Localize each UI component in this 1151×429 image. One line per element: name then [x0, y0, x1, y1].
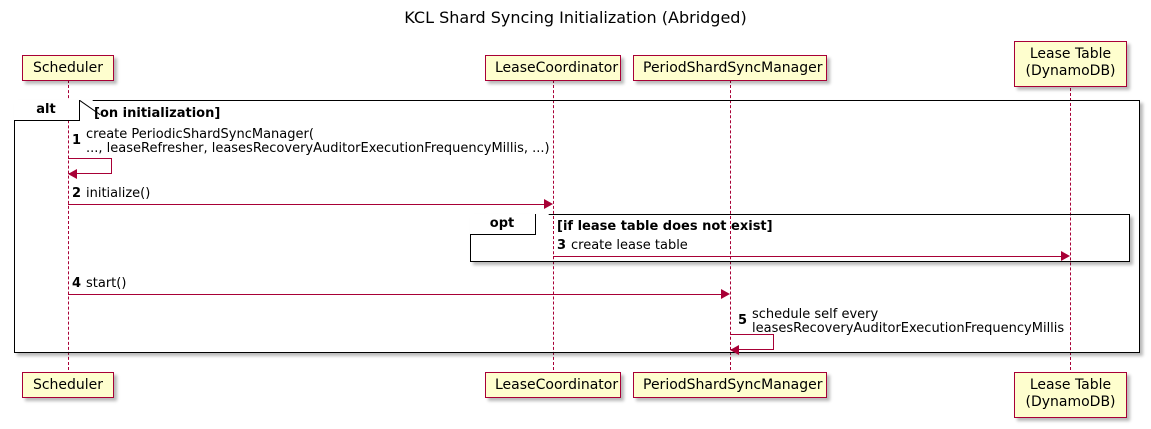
participant-lease-table-bottom[interactable]: Lease Table (DynamoDB)	[1014, 372, 1127, 418]
lifeline-lease-table	[1070, 88, 1071, 370]
message-5-label-line1: schedule self every	[752, 307, 879, 322]
participant-scheduler-top[interactable]: Scheduler	[22, 55, 114, 81]
alt-frame-tab: alt	[14, 100, 101, 121]
message-2-arrowhead	[544, 199, 553, 209]
message-1-arrowhead	[68, 169, 77, 179]
opt-frame-condition: [if lease table does not exist]	[557, 219, 773, 234]
participant-period-shard-sync-manager-top[interactable]: PeriodShardSyncManager	[633, 55, 827, 81]
opt-frame	[470, 214, 1130, 262]
lifeline-lease-coordinator	[553, 80, 554, 370]
opt-frame-tab: opt	[470, 214, 550, 235]
participant-label: PeriodShardSyncManager	[643, 377, 823, 393]
message-2-number: 2	[72, 186, 82, 201]
diagram-title: KCL Shard Syncing Initialization (Abridg…	[404, 8, 747, 27]
participant-lease-coordinator-top[interactable]: LeaseCoordinator	[485, 55, 621, 81]
alt-frame-condition: [on initialization]	[94, 106, 221, 121]
participant-label: Scheduler	[32, 60, 104, 76]
lifeline-period-shard-sync-manager	[730, 80, 731, 370]
message-1-number: 1	[72, 133, 82, 148]
participant-label: LeaseCoordinator	[495, 60, 619, 76]
lifeline-scheduler	[68, 80, 69, 370]
participant-label: LeaseCoordinator	[495, 377, 619, 393]
participant-period-shard-sync-manager-bottom[interactable]: PeriodShardSyncManager	[633, 372, 827, 398]
message-5-self-arrow	[730, 334, 774, 350]
message-5-number: 5	[738, 313, 748, 328]
message-3-arrowhead	[1061, 251, 1070, 261]
message-5-label-line2: leasesRecoveryAuditorExecutionFrequencyM…	[752, 321, 1065, 336]
message-3-label: create lease table	[571, 238, 688, 253]
participant-label-line1: Lease Table	[1029, 46, 1112, 62]
participant-lease-coordinator-bottom[interactable]: LeaseCoordinator	[485, 372, 621, 398]
message-5-arrowhead	[730, 345, 739, 355]
participant-lease-table-top[interactable]: Lease Table (DynamoDB)	[1014, 41, 1127, 87]
opt-frame-keyword: opt	[489, 216, 515, 231]
message-2-label: initialize()	[86, 186, 151, 201]
message-1-self-arrow	[68, 158, 112, 174]
message-2-line	[68, 204, 544, 205]
message-4-line	[68, 294, 721, 295]
message-4-label: start()	[86, 276, 127, 291]
message-4-arrowhead	[721, 289, 730, 299]
alt-frame	[14, 100, 1140, 353]
message-3-line	[553, 256, 1061, 257]
participant-label-line2: (DynamoDB)	[1025, 63, 1116, 79]
participant-scheduler-bottom[interactable]: Scheduler	[22, 372, 114, 398]
participant-label-line1: Lease Table	[1029, 377, 1112, 393]
participant-label: Scheduler	[32, 377, 104, 393]
participant-label-line2: (DynamoDB)	[1025, 394, 1116, 410]
message-3-number: 3	[557, 238, 567, 253]
participant-label: PeriodShardSyncManager	[643, 60, 823, 76]
alt-frame-keyword: alt	[36, 102, 56, 117]
message-1-label-line1: create PeriodicShardSyncManager(	[86, 127, 314, 142]
message-4-number: 4	[72, 276, 82, 291]
message-1-label-line2: ..., leaseRefresher, leasesRecoveryAudit…	[86, 141, 550, 156]
